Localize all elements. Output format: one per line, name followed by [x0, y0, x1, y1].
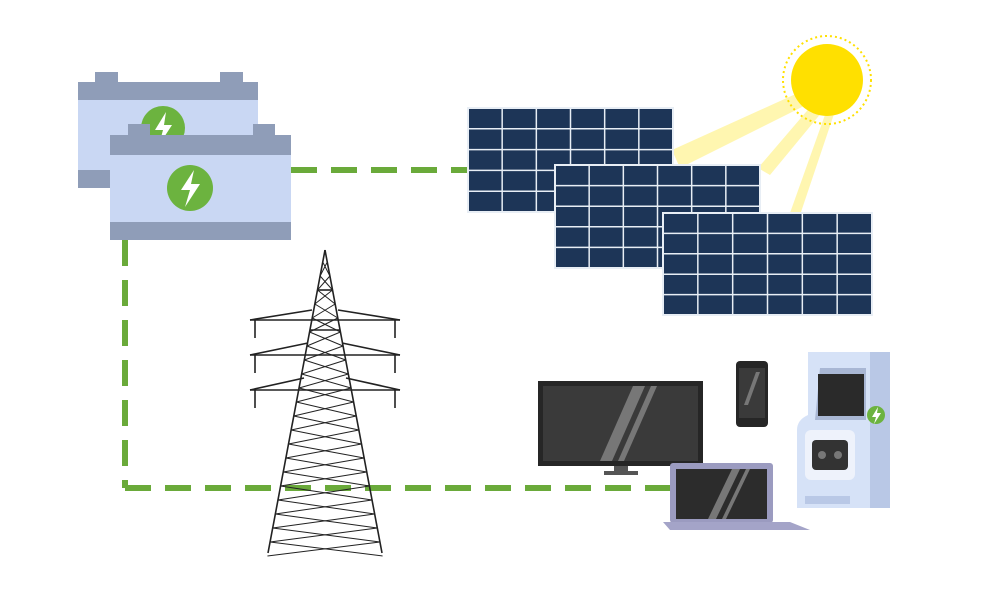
- solar-panel: [662, 212, 873, 316]
- lightning-icon: [181, 170, 200, 207]
- charging-station: [797, 352, 890, 508]
- sun-icon: [782, 35, 872, 125]
- transmission-tower-icon: [249, 249, 401, 557]
- battery-front: [110, 124, 291, 240]
- lightning-icon: [155, 112, 172, 145]
- laptop: [663, 463, 810, 530]
- monitor: [538, 381, 703, 475]
- sun-beams: [672, 92, 834, 215]
- dashed-wires: [122, 167, 672, 491]
- solar-panels: [467, 107, 873, 316]
- smartphone: [736, 361, 768, 427]
